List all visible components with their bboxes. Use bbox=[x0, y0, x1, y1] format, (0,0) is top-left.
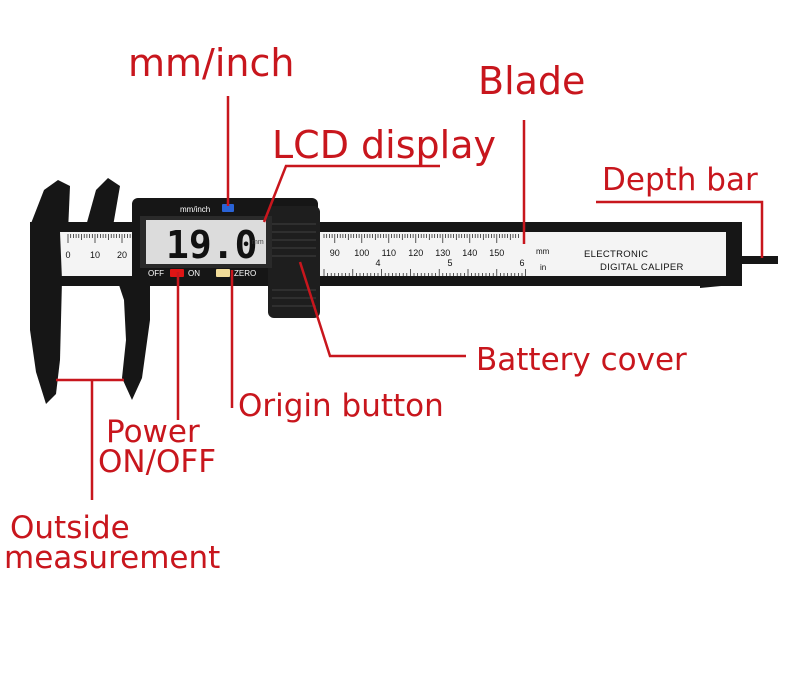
on-label: ON bbox=[188, 269, 200, 278]
off-label: OFF bbox=[148, 269, 164, 278]
mode-label: mm/inch bbox=[180, 205, 210, 214]
lower-sliding-jaw bbox=[118, 282, 150, 400]
scale-number: 6 bbox=[519, 258, 524, 268]
scale-number: 20 bbox=[117, 250, 127, 260]
brand-line-1: ELECTRONIC bbox=[584, 249, 648, 260]
label-depth-bar: Depth bar bbox=[602, 162, 758, 198]
scale-unit-in: in bbox=[540, 263, 546, 272]
mode-button[interactable] bbox=[222, 204, 234, 212]
zero-button[interactable] bbox=[216, 269, 230, 277]
label-outside-line-2: measurement bbox=[4, 540, 220, 576]
scale-number: 5 bbox=[447, 258, 452, 268]
caliper: 19.0 mm mm/inch OFF ON ZERO 0 10 20 90 100 11… bbox=[30, 178, 778, 404]
scale-number: 130 bbox=[435, 248, 450, 258]
scale-number: 0 bbox=[65, 250, 70, 260]
label-lcd-display: LCD display bbox=[272, 123, 496, 167]
lcd-screen bbox=[146, 220, 266, 264]
label-power-line-2: ON/OFF bbox=[98, 444, 216, 480]
label-mm-inch: mm/inch bbox=[128, 41, 294, 85]
leader-lcd bbox=[262, 164, 440, 223]
callout-labels: mm/inch Blade LCD display Depth bar Batt… bbox=[4, 41, 758, 576]
brand-line-2: DIGITAL CALIPER bbox=[600, 262, 684, 273]
label-power-line-1: Power bbox=[106, 414, 200, 450]
label-battery-cover: Battery cover bbox=[476, 342, 687, 378]
lcd-unit: mm bbox=[252, 239, 264, 246]
scale-number: 140 bbox=[462, 248, 477, 258]
scale-ticks bbox=[67, 234, 526, 276]
zero-label: ZERO bbox=[234, 269, 256, 278]
leader-lines bbox=[56, 96, 764, 500]
leader-depth-bar bbox=[596, 200, 764, 258]
scale-unit-mm: mm bbox=[536, 247, 550, 256]
scale-number: 100 bbox=[354, 248, 369, 258]
label-outside-line-1: Outside bbox=[10, 510, 130, 546]
scale-number: 150 bbox=[489, 248, 504, 258]
upper-sliding-jaw bbox=[86, 178, 120, 232]
depth-bar-rod bbox=[726, 256, 778, 264]
scale-numbers: 0 10 20 90 100 110 120 130 140 150 4 5 6 bbox=[65, 248, 524, 268]
label-origin-button: Origin button bbox=[238, 388, 444, 424]
scale-number: 10 bbox=[90, 250, 100, 260]
scale-number: 110 bbox=[382, 248, 396, 258]
scale-number: 4 bbox=[375, 258, 380, 268]
leader-battery bbox=[298, 261, 466, 358]
scale-number: 120 bbox=[408, 248, 423, 258]
upper-fixed-jaw bbox=[30, 180, 70, 232]
label-blade: Blade bbox=[478, 59, 585, 103]
scale-number: 90 bbox=[330, 248, 340, 258]
lcd-reading: 19.0 bbox=[166, 223, 258, 267]
lower-fixed-jaw bbox=[30, 226, 62, 404]
